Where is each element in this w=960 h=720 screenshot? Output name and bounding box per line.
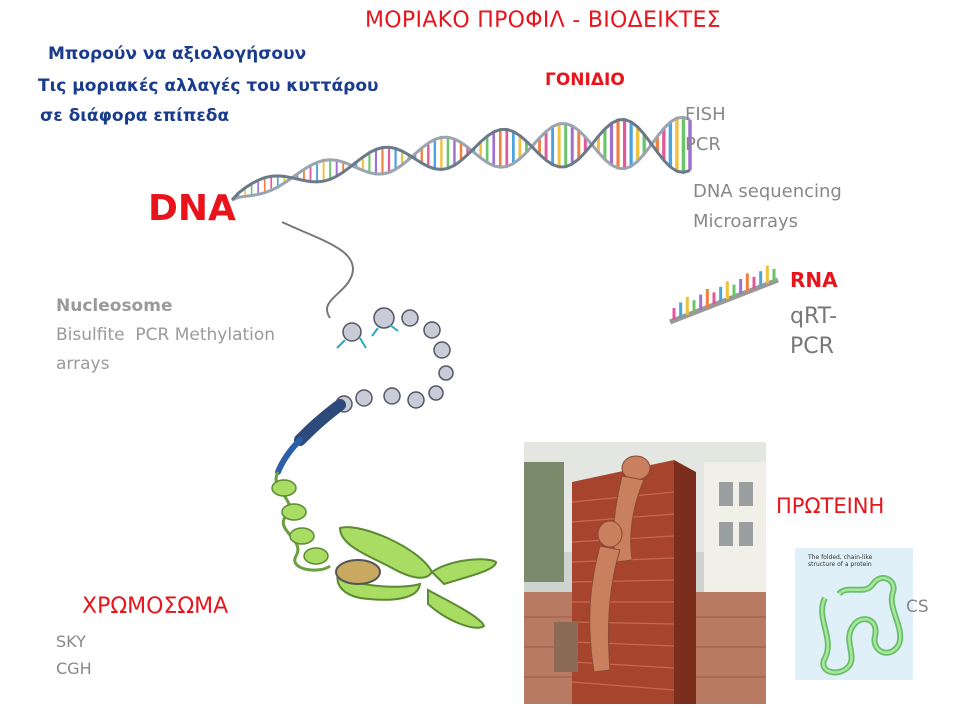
histone-tails [336,324,399,349]
helix-backbone [231,115,691,202]
protein-structure-image [795,548,913,680]
solenoid-fiber [294,399,346,446]
intro-line-2: Τις μοριακές αλλαγές του κυττάρου [38,76,379,96]
protein-caption: The folded, chain-like structure of a pr… [808,554,873,568]
rna-label: RNA [790,268,838,292]
nucleosome-heading: Nucleosome [56,296,173,316]
chromosome [335,526,498,629]
protein-label: ΠΡΩΤΕΙΝΗ [776,494,885,518]
brick-sculpture-photo [524,442,766,704]
chromatin-green-fiber [271,479,329,565]
helix-backbone [230,117,691,202]
protein-technique-partial: CS [906,597,929,617]
dna-label: DNA [148,188,236,229]
gene-techniques: FISH PCR [685,104,726,155]
gene-label: ΓΟΝΙΔΙΟ [545,70,625,90]
dna-double-helix [230,115,692,202]
nucleosome-techniques: Nucleosome Bisulfite PCR Methylation arr… [56,292,275,379]
nucleosomes [335,307,454,413]
dna-fiber [281,221,355,319]
solenoid-taper [275,437,303,475]
dna-techniques: DNA sequencing Microarrays [693,181,842,232]
page-title: ΜΟΡΙΑΚΟ ΠΡΟΦΙΛ - ΒΙΟΔΕΙΚΤΕΣ [365,8,721,33]
chromosome-techniques: SKY CGH [56,632,92,678]
nucleosome-methods: Bisulfite PCR Methylation arrays [56,325,276,374]
intro-line-3: σε διάφορα επίπεδα [40,106,230,126]
chromosome-label: ΧΡΩΜΟΣΩΜΑ [82,594,229,619]
intro-line-1: Μπορούν να αξιολογήσουν [48,44,307,64]
rna-strand [669,265,779,325]
rna-techniques: qRT- PCR [790,304,838,359]
